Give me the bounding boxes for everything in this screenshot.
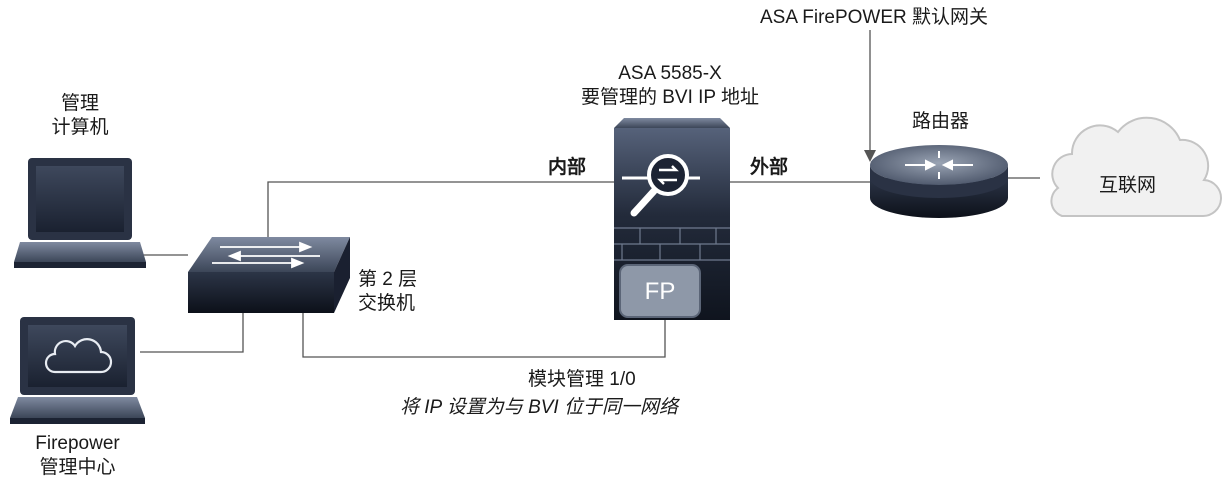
- link-switch-fp-mgmt: [302, 313, 666, 358]
- firepower-module-icon: FP: [619, 264, 701, 318]
- fmc-label: Firepower 管理中心: [10, 432, 145, 480]
- gateway-arrow-head: [864, 150, 876, 162]
- gateway-label: ASA FirePOWER 默认网关: [760, 7, 989, 28]
- inside-label: 内部: [548, 157, 587, 178]
- layer2-switch-icon: [188, 237, 350, 313]
- fmc-line2: 管理中心: [39, 457, 116, 478]
- module-note-label: 将 IP 设置为与 BVI 位于同一网络: [400, 397, 678, 418]
- mgmt-pc-label: 管理 计算机: [30, 92, 130, 140]
- inspect-icon: [622, 154, 700, 217]
- asa-model-text: ASA 5585-X: [618, 63, 722, 84]
- fmc-line1: Firepower: [35, 433, 120, 454]
- connection-lines: [140, 30, 1040, 358]
- link-switch-asa-inside: [267, 181, 614, 237]
- asa-label: ASA 5585-X 要管理的 BVI IP 地址: [550, 62, 790, 110]
- asa-bvi-text: 要管理的 BVI IP 地址: [580, 87, 760, 108]
- module-mgmt-label: 模块管理 1/0: [528, 369, 636, 390]
- internet-cloud-icon: [1050, 116, 1223, 218]
- outside-label: 外部: [750, 157, 789, 178]
- router-label: 路由器: [912, 111, 970, 132]
- switch-line1: 第 2 层: [358, 269, 418, 290]
- link-fmc-switch: [140, 313, 244, 353]
- switch-line2: 交换机: [358, 293, 416, 314]
- router-icon: [870, 145, 1008, 218]
- internet-label: 互联网: [1099, 175, 1157, 196]
- mgmt-pc-line1: 管理: [60, 93, 99, 114]
- mgmt-pc-line2: 计算机: [51, 117, 109, 138]
- laptop-icon: [14, 158, 146, 268]
- fp-badge-text: FP: [645, 278, 676, 305]
- firepower-management-center-icon: [10, 317, 145, 424]
- switch-label: 第 2 层 交换机: [358, 268, 417, 316]
